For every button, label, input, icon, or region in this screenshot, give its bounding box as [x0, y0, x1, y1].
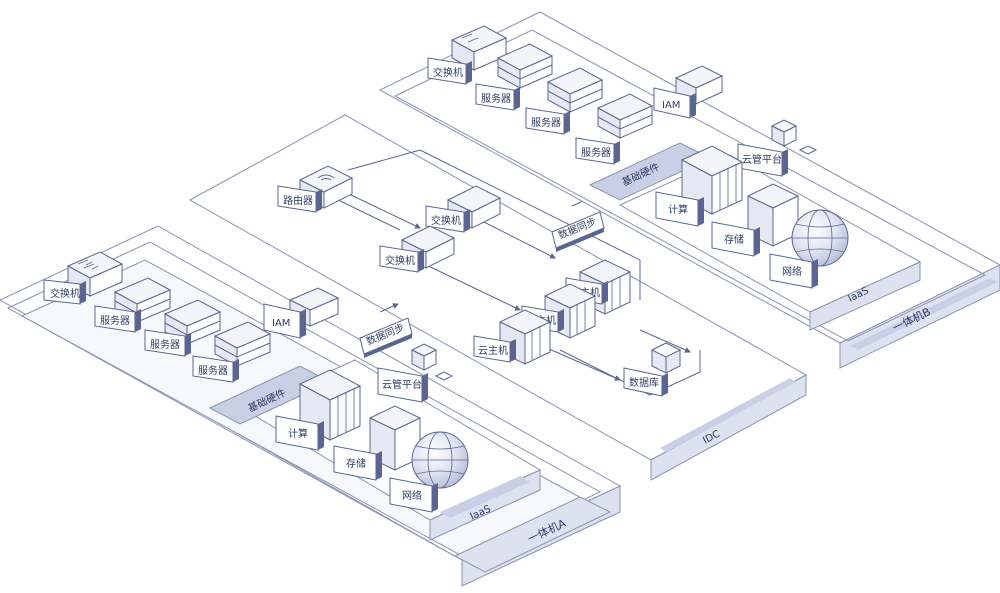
server-b-2-tag — [525, 107, 570, 135]
database-tag — [623, 367, 668, 397]
cloud-host-3-text: 云主机 — [478, 344, 508, 357]
server-b-3 — [596, 93, 654, 139]
iam-b — [674, 65, 724, 105]
server-b-2-text: 服务器 — [531, 116, 561, 129]
switch-b-tag — [427, 57, 472, 85]
cloud-mgmt-a-text: 云管平台 — [382, 378, 422, 391]
switch-a-text: 交换机 — [50, 287, 80, 300]
data-sync-left-tag — [359, 303, 413, 358]
switch-a-tag — [43, 279, 86, 305]
server-a-3-text: 服务器 — [198, 364, 228, 377]
cloud-mgmt-a-tag — [377, 367, 428, 403]
server-a-3-tag — [192, 355, 239, 383]
storage-b-text: 存储 — [724, 233, 744, 246]
server-a-2-tag — [144, 329, 191, 357]
iam-a-tag — [263, 303, 306, 339]
server-b-1 — [496, 43, 554, 89]
storage-b-tag — [711, 221, 760, 257]
network-b-tag — [769, 253, 818, 289]
database-icon — [650, 342, 682, 374]
network-b-text: 网络 — [782, 265, 802, 278]
switch-idc-2-text: 交换机 — [385, 254, 415, 267]
server-b-3-tag — [575, 137, 620, 165]
cloud-host-3-tag — [473, 335, 516, 363]
switch-b-text: 交换机 — [433, 66, 463, 79]
network-a-text: 网络 — [402, 489, 422, 502]
compute-a-tag — [275, 415, 324, 451]
cloud-mgmt-b-tag — [737, 143, 788, 177]
server-a-1-tag — [94, 305, 141, 333]
globe-b-icon — [791, 209, 849, 267]
router-tag — [277, 185, 322, 213]
compute-b-tag — [655, 191, 704, 227]
server-b-1-tag — [475, 83, 520, 111]
server-b-2 — [546, 67, 604, 113]
iam-a-text: IAM — [272, 318, 290, 329]
server-b-3-text: 服务器 — [581, 146, 611, 159]
compute-b-text: 计算 — [668, 203, 688, 216]
database-text: 数据库 — [629, 376, 659, 389]
globe-a-icon — [411, 431, 469, 489]
switch-idc-2-tag — [379, 245, 424, 273]
switch-idc-1-text: 交换机 — [431, 214, 461, 227]
cloud-mgmt-a-cube — [410, 343, 454, 381]
server-b-1-text: 服务器 — [481, 92, 511, 105]
network-a-tag — [389, 477, 438, 513]
server-a-2-text: 服务器 — [150, 338, 180, 351]
storage-a-text: 存储 — [346, 457, 366, 470]
cloud-mgmt-b-text: 云管平台 — [742, 153, 782, 166]
switch-idc-1-tag — [425, 205, 470, 233]
iam-b-text: IAM — [662, 100, 680, 111]
iam-b-tag — [653, 87, 696, 119]
cloud-mgmt-b-cube — [770, 119, 818, 155]
storage-b-icon — [746, 183, 800, 247]
storage-a-tag — [333, 445, 382, 481]
server-a-1-text: 服务器 — [100, 314, 130, 327]
compute-a-text: 计算 — [288, 427, 308, 440]
router-text: 路由器 — [283, 194, 313, 207]
server-a-3 — [213, 321, 272, 367]
